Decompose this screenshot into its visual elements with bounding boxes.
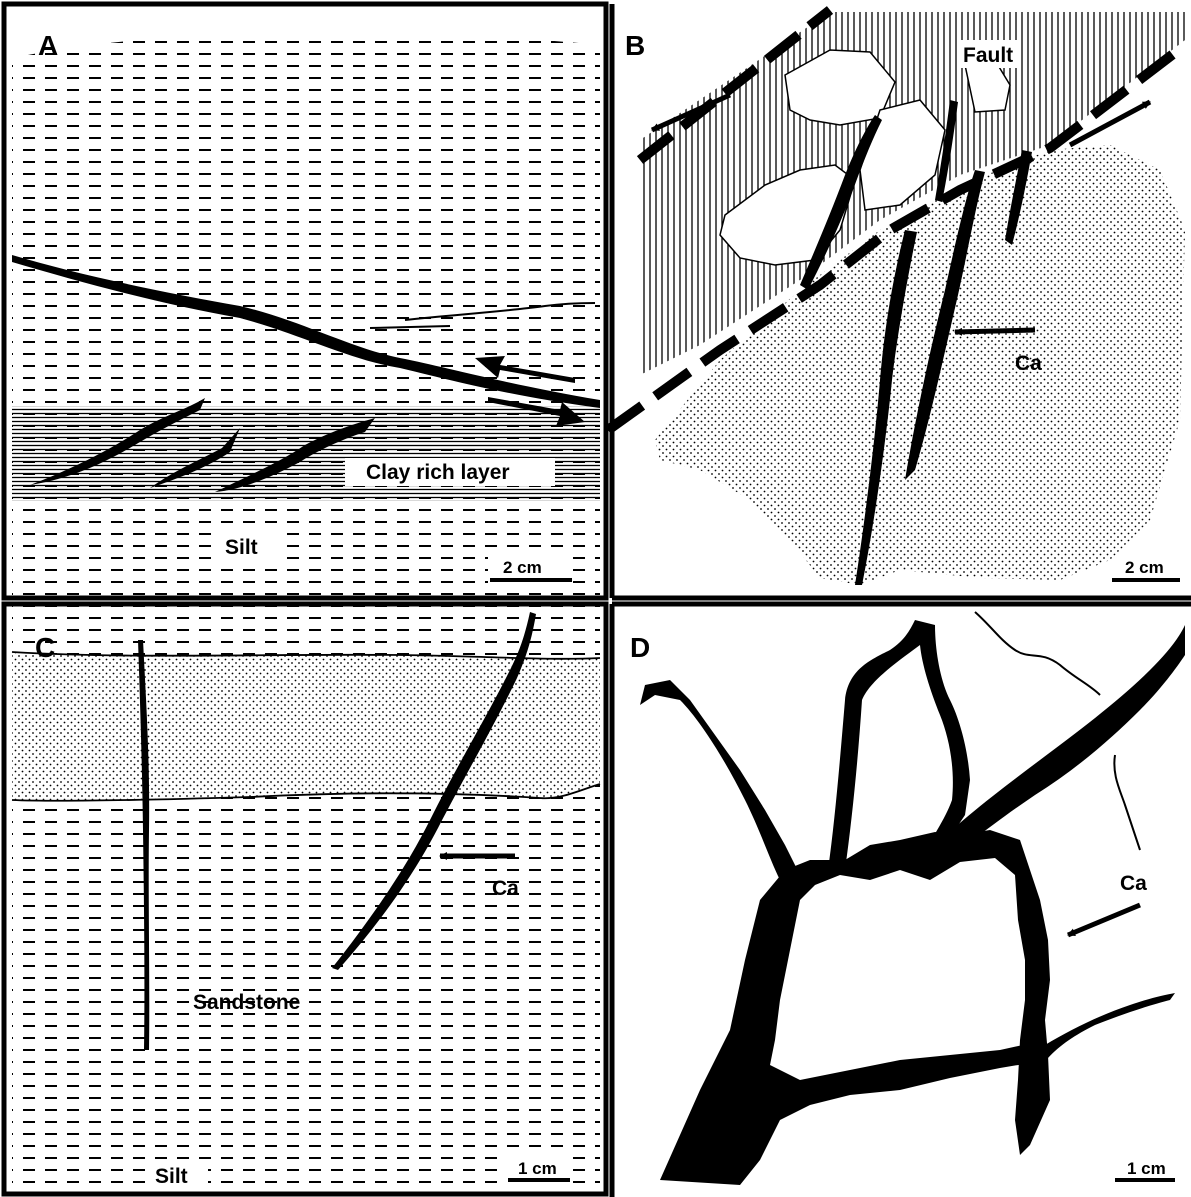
scale-label: 1 cm [1127, 1159, 1166, 1178]
left-arrow-icon [475, 356, 575, 383]
right-arrow-icon [488, 397, 585, 426]
calcite-vein [935, 100, 958, 202]
hairline-fracture [1113, 754, 1141, 851]
scale-label: 2 cm [1125, 558, 1164, 577]
right-arrow-icon [1068, 99, 1152, 148]
calcite-vein [905, 170, 985, 480]
hairline-fracture [974, 611, 1101, 696]
panel-d: D Ca 1 cm [630, 611, 1185, 1185]
calcite-vein [138, 640, 150, 1050]
calcite-vein [800, 115, 882, 290]
scale-label: 2 cm [503, 558, 542, 577]
scale-label: 1 cm [518, 1159, 557, 1178]
panel-a: A Clay rich layer Silt 2 cm [12, 30, 600, 600]
label-silt: Silt [155, 1165, 188, 1188]
ca-arrow-icon [954, 327, 1036, 336]
label-silt: Silt [225, 536, 258, 559]
calcite-vein [828, 620, 970, 870]
left-arrow-icon [650, 92, 732, 133]
label-ca: Ca [1015, 352, 1042, 375]
sandstone-contact [11, 783, 601, 802]
panel-letter-a: A [38, 30, 58, 61]
calcite-vein-network [660, 830, 1050, 1185]
label-ca: Ca [492, 877, 519, 900]
minor-fracture [404, 302, 596, 321]
label-fault: Fault [963, 44, 1013, 67]
en-echelon-vein [150, 428, 240, 488]
panel-b: B Fault Ca 2 cm [605, 6, 1189, 585]
sandstone-texture [655, 145, 1185, 585]
sandstone-contact [11, 651, 601, 660]
minor-fracture [369, 325, 451, 329]
main-calcite-vein [12, 255, 600, 408]
panel-letter-c: C [35, 632, 55, 663]
fault-dashed-line [636, 6, 834, 164]
silt-texture [12, 35, 600, 600]
panel-letter-b: B [625, 30, 645, 61]
panel-c: C Ca Sandstone Silt 1 cm [11, 606, 601, 1191]
label-ca: Ca [1120, 872, 1147, 895]
ca-arrow-icon [1067, 902, 1141, 938]
calcite-vein [1045, 993, 1175, 1058]
calcite-vein [1005, 150, 1032, 245]
en-echelon-vein [215, 418, 375, 492]
calcite-vein [640, 680, 800, 880]
calcite-vein [855, 230, 917, 585]
panel-letter-d: D [630, 632, 650, 663]
label-sandstone: Sandstone [193, 991, 300, 1014]
en-echelon-vein [30, 398, 205, 485]
label-clay-rich-layer: Clay rich layer [366, 461, 510, 484]
fault-dashed-line [605, 41, 1189, 435]
clast [859, 99, 946, 211]
calcite-vein [920, 625, 1185, 870]
